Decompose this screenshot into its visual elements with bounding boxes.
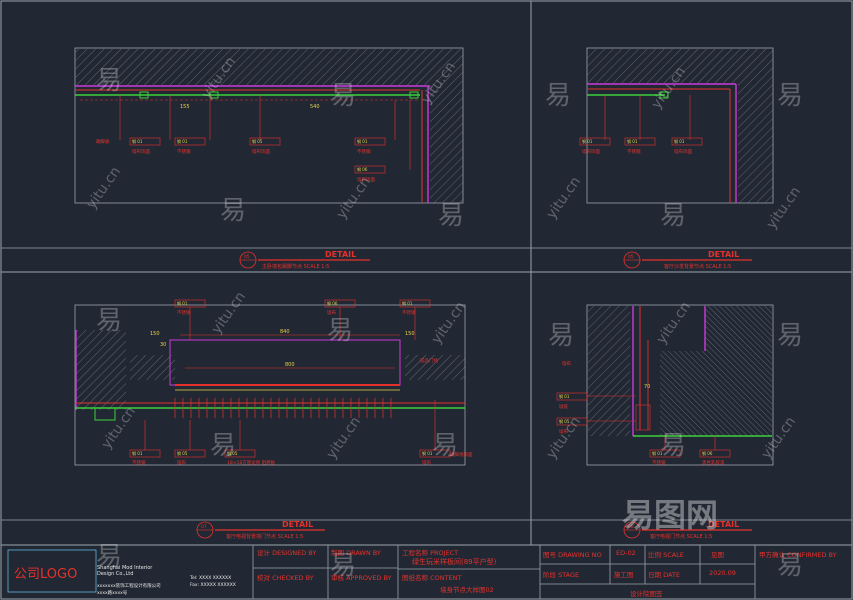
- panel4-dim-0: 70: [644, 384, 650, 390]
- detail-title-1-subtitle: 主卧墙包踢脚节点 SCALE 1:5: [262, 263, 329, 270]
- content-value: 墙身节点大样图02: [440, 586, 494, 594]
- svg-text:08: 08: [628, 524, 634, 530]
- project-label: 工程名称 PROJECT: [402, 549, 459, 557]
- panel1-note-0: 踢脚板: [96, 138, 110, 145]
- detail-title-1: 05 DETAIL 主卧墙包踢脚节点 SCALE 1:5: [239, 250, 370, 270]
- panel3-dim-3: 150: [405, 331, 415, 337]
- panel3-dim-2: 150: [150, 331, 160, 337]
- scale-label: 比例 SCALE: [648, 551, 684, 559]
- panel4-tag-0: 钢 01: [559, 393, 570, 399]
- panel3-tag-bottom-3: 钢 01: [422, 450, 433, 456]
- panel3-note-bottom-0: 不锈钢: [132, 459, 146, 466]
- detail-title-4-subtitle: 客厅电视门节点 SCALE 1:5: [650, 533, 712, 540]
- panel3-note-bottom-3: 墙布: [422, 459, 431, 466]
- detail-title-3: 07 DETAIL 客厅电视背景墙门节点 SCALE 1:5: [196, 520, 325, 540]
- project-value: 绿生玩米样板间(89平户型): [412, 558, 497, 566]
- detail-title-3-subtitle: 客厅电视背景墙门节点 SCALE 1:5: [226, 533, 303, 540]
- panel3-right-note-1: 踢脚线饰面: [450, 451, 473, 458]
- panel1-dim-a: 155: [180, 104, 190, 110]
- panel3-tag-top-2: 钢 01: [402, 300, 413, 306]
- panel1-tag-0: 钢 01: [132, 138, 143, 144]
- panel4-note-1: 墙纸: [559, 403, 568, 410]
- detail-title-2-subtitle: 客厅沙发背景节点 SCALE 1:5: [664, 263, 731, 270]
- company-tel: Tel: XXXX XXXXXX: [190, 576, 232, 581]
- panel4-tag-2: 钢 01: [652, 450, 663, 456]
- checked-by-label: 校对 CHECKED BY: [257, 574, 314, 582]
- scale-value: 见图: [711, 551, 724, 559]
- svg-text:07: 07: [201, 524, 207, 530]
- panel3-note-top-0: 不锈钢: [177, 309, 191, 316]
- panel1-tag-2: 钢 05: [252, 138, 263, 144]
- detail-title-1-label: DETAIL: [325, 250, 356, 259]
- panel2-note-0: 墙布饰面: [582, 148, 600, 155]
- detail-title-2: 05 DETAIL 客厅沙发背景节点 SCALE 1:5: [623, 250, 752, 270]
- designed-by-label: 设计 DESIGNED BY: [257, 549, 317, 557]
- panel3-tag-top-1: 钢 06: [327, 300, 338, 306]
- drawn-by-label: 制图 DRAWN BY: [331, 549, 381, 557]
- panel4-tag-1: 钢 05: [559, 418, 570, 424]
- drawing-no-label: 图号 DRAWING NO: [543, 551, 602, 559]
- svg-text:05: 05: [244, 254, 250, 260]
- date-value: 2020.09: [709, 569, 736, 577]
- panel1-tag-3: 钢 01: [357, 138, 368, 144]
- confirmed-by-label: 甲方确认 CONFIRMED BY: [759, 551, 837, 559]
- panel3-fastener-row: [174, 398, 392, 418]
- company-name-cn: xxxxxxx装饰工程设计有限公司: [97, 584, 161, 589]
- content-label: 图纸名称 CONTENT: [402, 574, 462, 582]
- panel1-note-3: 墙布饰面: [252, 148, 270, 155]
- stage-value: 施工图: [614, 571, 634, 579]
- panel3-note-top-2: 不锈钢: [402, 309, 416, 316]
- panel2-tag-1: 钢 01: [627, 138, 638, 144]
- panel1-note-1: 墙布饰面: [132, 148, 150, 155]
- detail-panel-3: 840 800 150 150 30 钢 01 不锈钢 钢 06 墙布 钢 01…: [74, 299, 473, 466]
- panel2-note-1: 不锈钢: [627, 148, 641, 155]
- panel3-dim-4: 30: [160, 342, 166, 348]
- svg-text:05: 05: [628, 254, 634, 260]
- panel3-dim-0: 840: [280, 329, 290, 335]
- panel3-tag-top-0: 钢 01: [177, 300, 188, 306]
- panel1-tag-1: 钢 01: [177, 138, 188, 144]
- panel1-note-5: 墙布饰面: [357, 176, 375, 183]
- detail-panel-1: 155 540 踢脚板 钢 01 墙布饰面 钢 01 不锈钢 钢 05 墙布饰面…: [74, 47, 464, 204]
- panel2-tag-2: 钢 01: [674, 138, 685, 144]
- detail-title-4: 08 DETAIL 客厅电视门节点 SCALE 1:5: [623, 520, 752, 540]
- detail-title-4-label: DETAIL: [708, 520, 739, 529]
- panel3-dim-1: 800: [285, 362, 295, 368]
- detail-title-3-label: DETAIL: [282, 520, 313, 529]
- panel4-note-0: 墙布: [562, 360, 571, 367]
- panel3-note-bottom-2: 18×18方管龙骨 阻燃板: [227, 459, 276, 466]
- panel3-tag-bottom-1: 钢 05: [177, 450, 188, 456]
- panel2-note-2: 墙布饰面: [674, 148, 692, 155]
- date-label: 日期 DATE: [648, 571, 680, 579]
- approved-by-label: 审核 APPROVED BY: [331, 574, 392, 582]
- panel1-note-4: 不锈钢: [357, 148, 371, 155]
- panel3-tag-bottom-0: 钢 01: [132, 450, 143, 456]
- company-logo: 公司LOGO: [14, 567, 78, 582]
- panel1-tag-4: 钢 06: [357, 166, 368, 172]
- company-address: xxxx路xxxx号: [97, 591, 128, 596]
- panel3-tag-bottom-2: 钢 05: [227, 450, 238, 456]
- drawing-no-value: ED-02: [616, 549, 636, 557]
- panel2-tag-0: 钢 01: [582, 138, 593, 144]
- detail-title-2-label: DETAIL: [708, 250, 739, 259]
- title-block: [7, 545, 756, 599]
- panel4-note-2: 墙布: [559, 428, 568, 435]
- detail-panel-4: 70 墙布 钢 01 墙纸 钢 05 墙布 钢 01 不锈钢 钢 06 黑色乳胶…: [556, 304, 774, 466]
- panel4-note-3: 不锈钢: [652, 459, 666, 466]
- stage-label: 阶段 STAGE: [543, 571, 580, 579]
- panel1-note-2: 不锈钢: [177, 148, 191, 155]
- institute-label: 设计院图签: [630, 590, 663, 598]
- panel3-note-bottom-1: 墙布: [177, 459, 186, 466]
- panel4-note-4: 黑色乳胶漆: [702, 459, 725, 466]
- panel3-right-note-0: 成品门线: [420, 357, 438, 364]
- company-fax: Fax: XXXXX XXXXXX: [190, 583, 236, 588]
- panel1-dim-b: 540: [310, 104, 320, 110]
- panel4-tag-3: 钢 06: [702, 450, 713, 456]
- company-name-en: Shanghai Mod Interior Design Co.,Ltd: [97, 565, 153, 577]
- detail-panel-2: 钢 01 墙布饰面 钢 01 不锈钢 钢 01 墙布饰面: [579, 47, 774, 204]
- panel3-note-top-1: 墙布: [327, 309, 336, 316]
